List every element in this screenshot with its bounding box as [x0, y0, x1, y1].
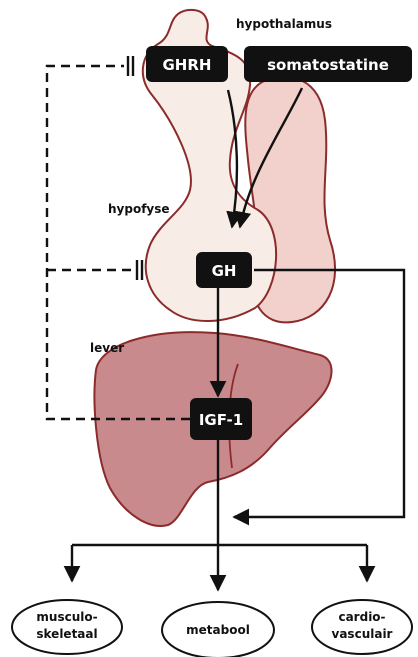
lever-label: lever: [90, 341, 124, 355]
outcome-musculoskeletaal: musculo- skeletaal: [12, 600, 122, 654]
hypofyse-label: hypofyse: [108, 202, 170, 216]
outcome-cardiovasculair: cardio- vasculair: [312, 600, 412, 654]
svg-text:IGF-1: IGF-1: [199, 411, 243, 429]
svg-text:GHRH: GHRH: [163, 56, 212, 74]
svg-text:metabool: metabool: [186, 623, 250, 637]
svg-text:vasculair: vasculair: [332, 627, 393, 641]
svg-text:GH: GH: [212, 262, 237, 280]
ghrh-box: GHRH: [146, 46, 228, 82]
somatostatine-box: somatostatine: [244, 46, 412, 82]
outcome-metabool: metabool: [162, 602, 274, 657]
inhibition-bars: [128, 56, 142, 280]
hypothalamus-label: hypothalamus: [236, 17, 332, 31]
svg-text:cardio-: cardio-: [338, 610, 385, 624]
igf1-box: IGF-1: [190, 398, 252, 440]
gh-box: GH: [196, 252, 252, 288]
svg-text:musculo-: musculo-: [36, 610, 97, 624]
svg-text:skeletaal: skeletaal: [36, 627, 97, 641]
svg-text:somatostatine: somatostatine: [267, 56, 389, 74]
